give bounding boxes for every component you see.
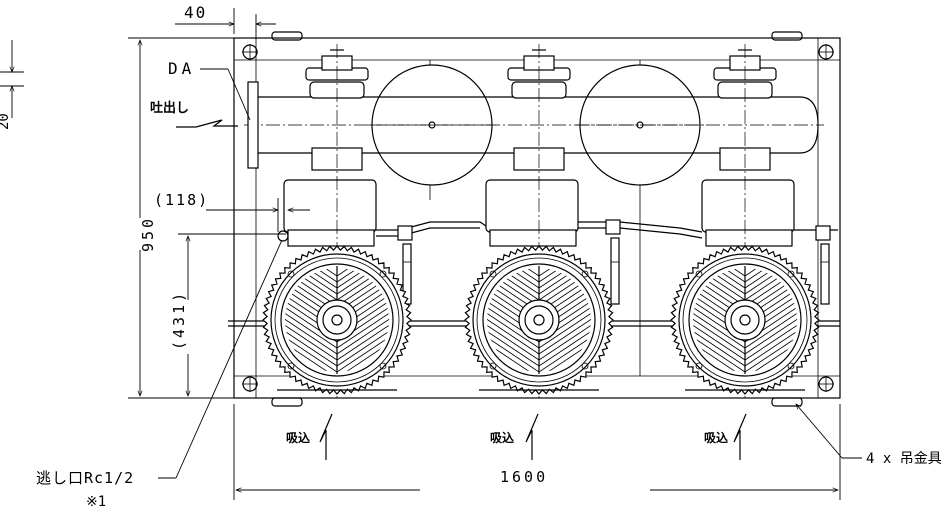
lifting-bracket-callout: 4 x 吊金具: [795, 403, 942, 467]
motor-fan-covers: [262, 245, 820, 395]
dim-950-label: 950: [139, 216, 157, 252]
corner-bolt-icons: [242, 44, 834, 392]
pump-units: [283, 44, 795, 398]
pump-unit-1: [283, 44, 377, 398]
dim-20-label: 20: [0, 113, 12, 130]
dim-118-label: (118): [154, 191, 209, 209]
dimension-20: 20: [0, 40, 24, 130]
suction-callouts: 吸込 吸込 吸込: [286, 413, 747, 460]
dim-431-label: (431): [170, 290, 188, 350]
bolt-icon: [818, 44, 834, 60]
dimension-431: (431): [170, 233, 286, 397]
bolt-icon: [242, 376, 258, 392]
dimension-1600: 1600: [233, 404, 841, 500]
suction-label-1: 吸込: [286, 430, 310, 445]
motor-fan-cover-2: [464, 245, 614, 395]
pump-unit-3: [701, 44, 795, 398]
discharge-header-pipe: [244, 81, 824, 169]
discharge-label: 吐出し: [150, 100, 189, 116]
motor-fan-cover-1: [262, 245, 412, 395]
suction-label-3: 吸込: [704, 430, 728, 445]
relief-port-callout: 逃し口Rc1/2 ※1: [36, 239, 283, 510]
pump-unit-2: [485, 44, 579, 398]
discharge-callout: 吐出し: [150, 100, 238, 128]
relief-port-label: 逃し口Rc1/2: [36, 469, 134, 487]
motor-fan-cover-3: [670, 245, 820, 395]
suction-label-2: 吸込: [490, 430, 514, 445]
dim-1600-label: 1600: [500, 468, 548, 486]
note-label: ※1: [86, 494, 106, 510]
lifting-lug-icons: [271, 31, 803, 407]
dimension-118: (118): [154, 191, 310, 232]
dimension-950: 950: [128, 37, 234, 399]
lifting-bracket-label: 4 x 吊金具: [866, 451, 942, 467]
bolt-icon: [818, 376, 834, 392]
dim-40-label: 40: [184, 3, 207, 22]
dimension-40: 40: [175, 3, 276, 40]
bolt-icon: [242, 44, 258, 60]
da-callout: DA: [168, 59, 251, 121]
da-label: DA: [168, 59, 195, 78]
